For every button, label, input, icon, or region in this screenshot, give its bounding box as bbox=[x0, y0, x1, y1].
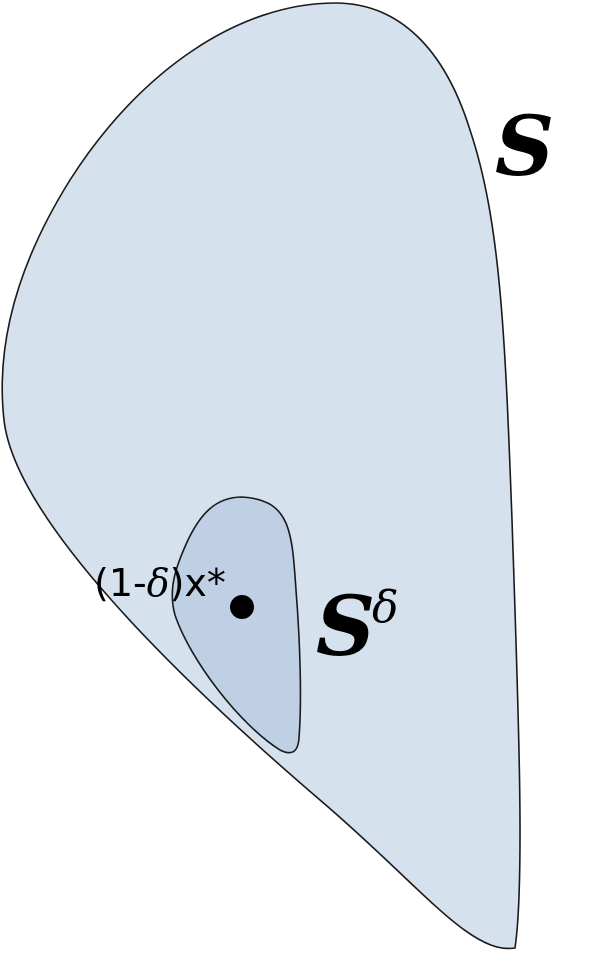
point-label-prefix: (1- bbox=[94, 561, 147, 605]
inner-set-label: S bbox=[316, 579, 375, 675]
inner-set-superscript: δ bbox=[372, 582, 399, 633]
inner-set-region bbox=[171, 496, 302, 754]
point-label-suffix: )x* bbox=[170, 561, 226, 605]
outer-set-label: S bbox=[495, 99, 554, 195]
point-label: (1-δ)x* bbox=[94, 561, 226, 605]
outer-set-region bbox=[1, 2, 521, 950]
point-marker bbox=[230, 595, 254, 619]
point-label-delta: δ bbox=[147, 561, 170, 605]
